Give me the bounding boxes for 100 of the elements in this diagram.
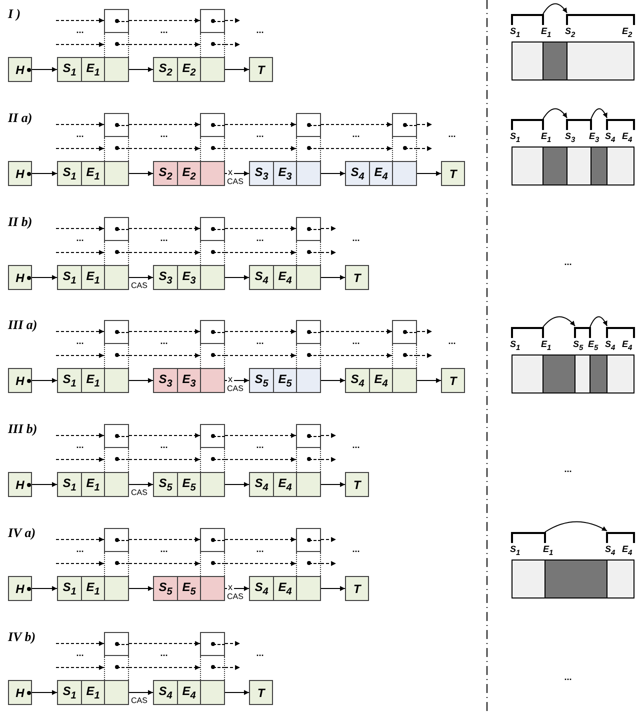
terminal-node: T: [441, 368, 465, 393]
end-label: E$_{5}$: [274, 369, 297, 392]
start-label: S$_{4}$: [154, 681, 178, 704]
start-label: S$_{1}$: [58, 369, 82, 392]
pointer-arrow: [128, 482, 154, 487]
skip-pointer-arrow: [56, 226, 104, 231]
skip-pointer-arrow: [128, 42, 200, 47]
range-label: E$_{1}$: [541, 132, 552, 144]
ellipsis: ...: [352, 234, 360, 243]
terminal-node: T: [345, 576, 369, 601]
list-node: [345, 368, 417, 393]
pointer-arrow: [128, 67, 154, 72]
pointer-arrow: [320, 378, 346, 383]
skip-pointer-arrow: [224, 122, 296, 127]
range-label: S$_{3}$: [565, 132, 576, 144]
start-label: S$_{4}$: [250, 473, 274, 496]
edge-label: CAS: [130, 488, 148, 496]
range-label: E$_{1}$: [543, 545, 554, 556]
ellipsis: ...: [352, 130, 360, 139]
pointer-arrow: [32, 378, 58, 383]
terminal-node: H: [8, 576, 32, 601]
skip-pointer-arrow: [56, 537, 104, 542]
tower-box: [296, 217, 321, 265]
skip-pointer-arrow: [128, 18, 200, 23]
end-label: E$_{1}$: [82, 369, 105, 392]
list-node: [153, 680, 225, 705]
skip-pointer-arrow: [224, 641, 240, 646]
range-label: E$_{4}$: [622, 132, 632, 144]
skip-pointer-arrow: [128, 537, 200, 542]
pointer-arrow: [224, 275, 250, 280]
list-node: [57, 576, 129, 601]
skip-pointer-arrow: [56, 561, 104, 566]
skip-pointer-arrow: [128, 457, 200, 462]
end-label: E$_{2}$: [178, 58, 201, 81]
terminal-node: H: [8, 265, 32, 290]
ellipsis: ...: [256, 26, 264, 35]
end-label: E$_{1}$: [82, 681, 105, 704]
skip-pointer-arrow: [128, 665, 200, 670]
start-label: S$_{3}$: [250, 162, 274, 185]
skip-pointer-arrow: [56, 353, 104, 358]
skip-pointer-arrow: [224, 665, 240, 670]
skip-pointer-arrow: [416, 329, 432, 334]
tower-box: [200, 9, 225, 57]
tower-box: [392, 320, 417, 368]
skip-pointer-arrow: [56, 146, 104, 151]
skip-pointer-arrow: [56, 329, 104, 334]
skip-pointer-arrow: [320, 146, 392, 151]
pointer-arrow: [32, 171, 58, 176]
pointer-arrow: [224, 690, 250, 695]
ellipsis: ...: [352, 337, 360, 346]
list-node: [249, 161, 321, 186]
edge-label: CAS: [226, 592, 244, 600]
terminal-node: T: [441, 161, 465, 186]
list-node: [153, 368, 225, 393]
pointer-arrow: [224, 67, 250, 72]
end-label: E$_{5}$: [178, 473, 201, 496]
start-label: S$_{3}$: [154, 266, 178, 289]
pointer-arrow: [32, 67, 58, 72]
range-label: S$_{1}$: [510, 545, 520, 556]
tower-box: [200, 320, 225, 368]
ellipsis: ...: [256, 441, 264, 450]
panel-label: IV b): [8, 630, 36, 643]
end-label: E$_{3}$: [178, 369, 201, 392]
start-label: S$_{4}$: [250, 266, 274, 289]
range-label: E$_{4}$: [622, 545, 632, 556]
list-node: [153, 161, 225, 186]
terminal-node: T: [249, 57, 273, 82]
end-label: E$_{1}$: [82, 58, 105, 81]
skip-pointer-arrow: [224, 146, 296, 151]
start-label: S$_{5}$: [154, 577, 178, 600]
pointer-arrow: [320, 586, 346, 591]
ellipsis: ...: [160, 26, 168, 35]
skip-pointer-arrow: [128, 433, 200, 438]
ellipsis: ...: [160, 337, 168, 346]
list-node: [57, 57, 129, 82]
ellipsis: ...: [76, 337, 84, 346]
edge-label: CAS: [130, 282, 148, 290]
tower-box: [104, 424, 129, 472]
end-label: E$_{1}$: [82, 473, 105, 496]
ellipsis: ...: [448, 337, 456, 346]
end-label: E$_{1}$: [82, 162, 105, 185]
ellipsis: ...: [76, 26, 84, 35]
skip-pointer-arrow: [56, 122, 104, 127]
ellipsis: ...: [352, 545, 360, 554]
end-label: E$_{4}$: [370, 162, 393, 185]
tower-box: [200, 217, 225, 265]
list-node: [57, 368, 129, 393]
tower-box: [296, 113, 321, 161]
list-node: [249, 368, 321, 393]
skip-pointer-arrow: [224, 561, 296, 566]
skip-pointer-arrow: [224, 537, 296, 542]
panel-label: III a): [8, 318, 38, 331]
tower-box: [104, 9, 129, 57]
ellipsis: ...: [76, 234, 84, 243]
ellipsis: ...: [256, 649, 264, 658]
skip-pointer-arrow: [224, 329, 296, 334]
skip-pointer-arrow: [56, 18, 104, 23]
start-label: S$_{2}$: [154, 58, 178, 81]
skip-pointer-arrow: [416, 353, 432, 358]
ellipsis: ...: [160, 545, 168, 554]
